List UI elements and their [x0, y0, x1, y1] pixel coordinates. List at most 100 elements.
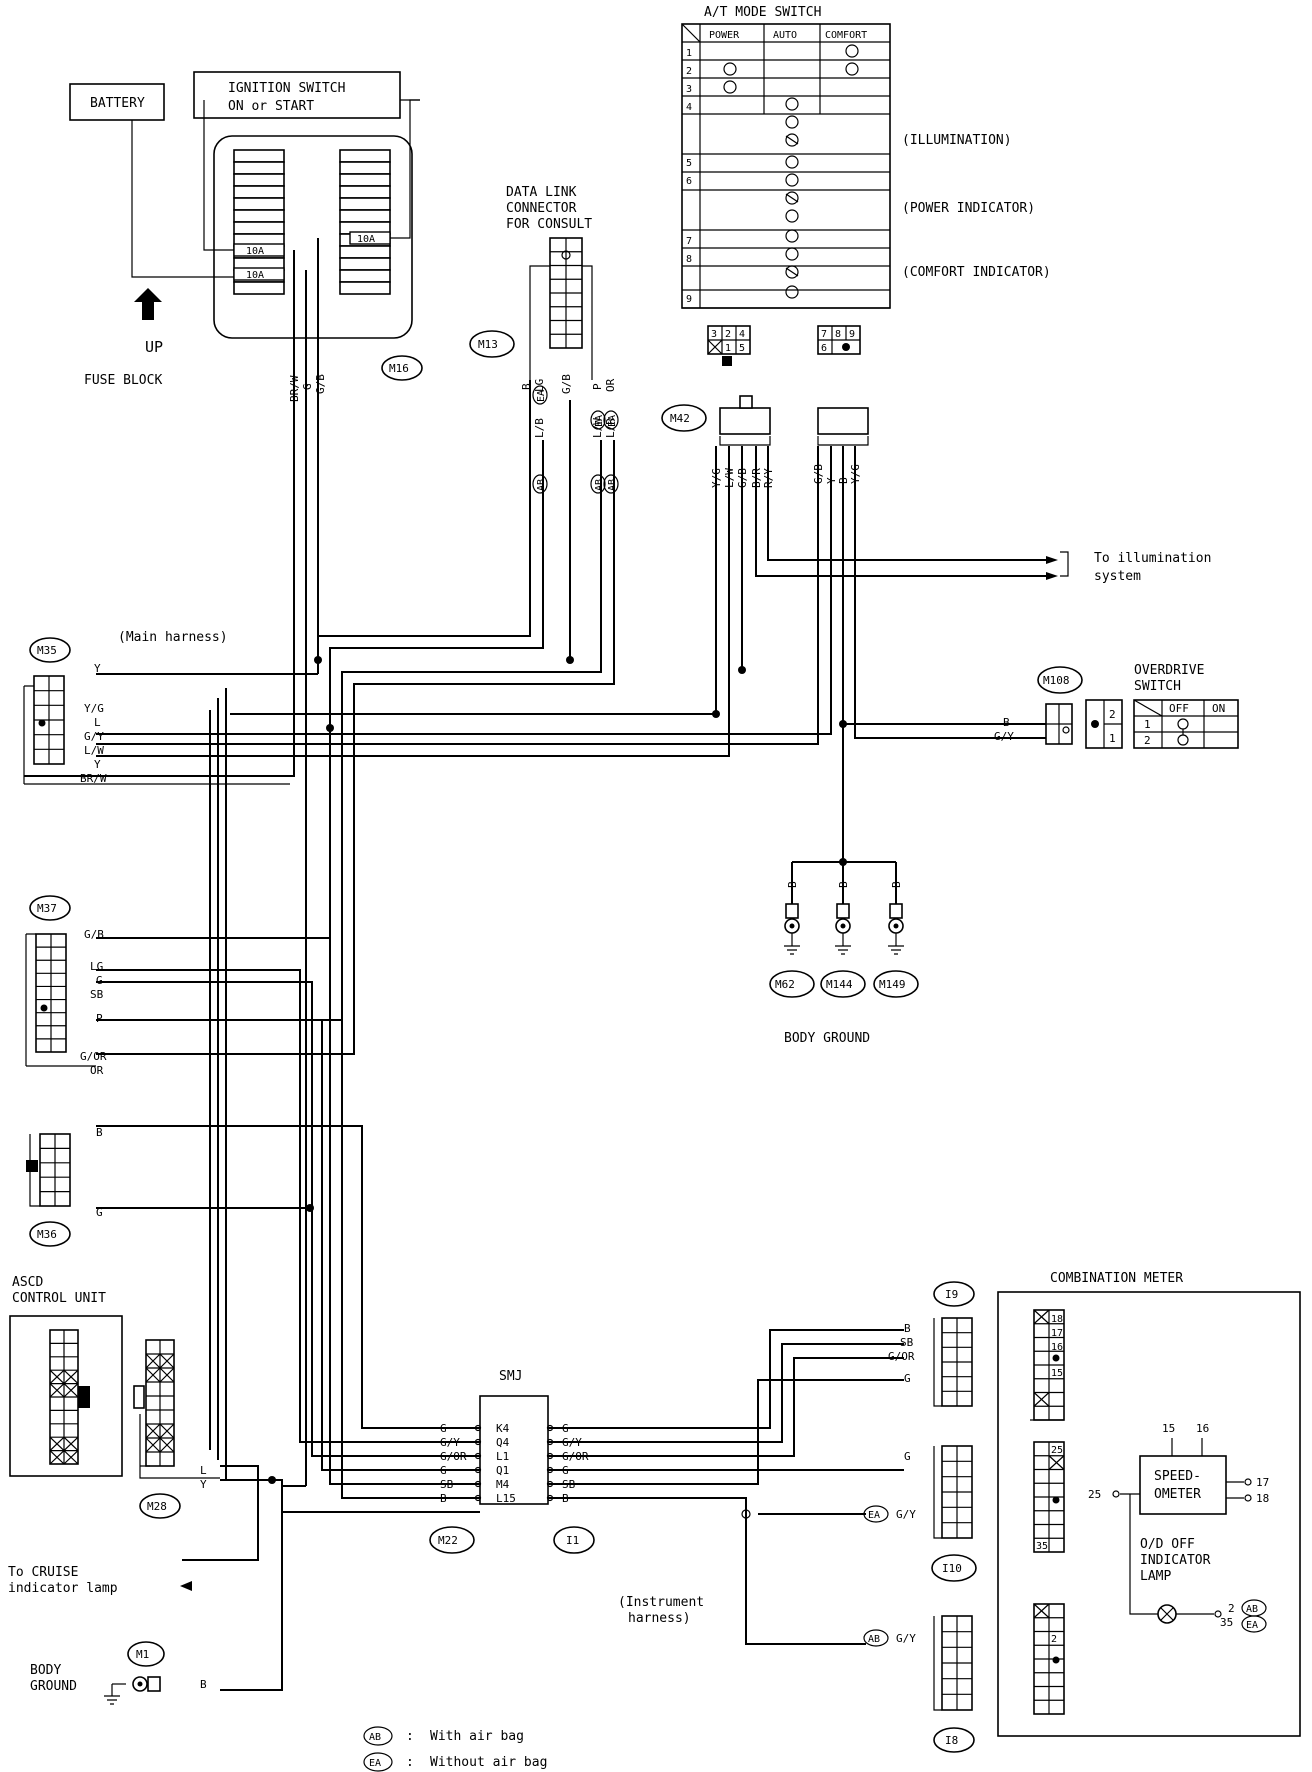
od-lamp-label-2: INDICATOR	[1140, 1553, 1211, 1568]
wire-m37-sb	[96, 981, 480, 1457]
wire-label-gb: G/B	[314, 374, 327, 394]
connector-m13	[469, 330, 515, 358]
ea-badge: EA	[532, 385, 548, 405]
battery-box	[69, 83, 165, 121]
pin-x	[159, 1367, 175, 1383]
main-harness-label: (Main harness)	[118, 630, 228, 645]
m37-wire-label: G/OR	[80, 1050, 107, 1063]
fuse-slot	[339, 281, 391, 295]
smj-title: SMJ	[499, 1369, 522, 1384]
m22-label: M22	[438, 1534, 458, 1547]
at-row-label: 6	[686, 176, 692, 187]
fuse-slot	[339, 197, 391, 211]
svg-text:AB: AB	[868, 1634, 880, 1645]
wire-trunk-left	[209, 688, 227, 1480]
at-col-auto: AUTO	[773, 30, 797, 41]
i9-grid	[942, 1318, 972, 1406]
smj-pin: M4	[496, 1478, 510, 1491]
connector-m16	[381, 355, 423, 381]
wire-smj-gor	[548, 1357, 904, 1457]
od-wire-b: B	[1003, 716, 1010, 729]
ground-ring-center	[789, 923, 795, 929]
i9-wire-gor: G/OR	[888, 1350, 915, 1363]
ground-terminal	[785, 903, 799, 919]
wire-brw	[24, 250, 295, 777]
od-col-off: OFF	[1169, 702, 1189, 715]
combo-pin-label: 25	[1051, 1445, 1063, 1456]
speedometer-label-1: SPEED-	[1154, 1469, 1201, 1484]
wire-ascd-y	[220, 1479, 283, 1691]
connector-i8	[933, 1727, 975, 1753]
connector-m35	[29, 637, 71, 663]
ignition-switch-box	[193, 71, 401, 119]
speedo-pin-16: 16	[1196, 1422, 1209, 1435]
at-switch-table	[681, 23, 891, 309]
wire-at-br	[755, 446, 1046, 577]
pin-label: 3	[711, 329, 717, 340]
ab-badge: AB	[590, 474, 606, 494]
ascd-title-1: ASCD	[12, 1275, 43, 1290]
od-title-2: SWITCH	[1134, 679, 1181, 694]
dlc-wire-or: OR	[604, 378, 617, 392]
battery-wire	[131, 120, 234, 278]
dlc-wire-p: P	[591, 383, 604, 390]
svg-text:AB: AB	[1246, 1604, 1258, 1615]
i9-wire-b: B	[904, 1322, 911, 1335]
overdrive-switch: M108 B G/Y 2 1 OVERDRIVE SWITCH OFF ON 1…	[994, 663, 1239, 749]
fuse-slot	[339, 257, 391, 271]
ground-icon	[784, 933, 800, 955]
ea-badge: EA	[1241, 1615, 1267, 1633]
ignition-label-1: IGNITION SWITCH	[228, 81, 345, 96]
m42-connector-left	[719, 407, 771, 435]
od-lamp-label-3: LAMP	[1140, 1569, 1171, 1584]
wire-label-g: G	[301, 383, 314, 390]
pin-label: 4	[739, 329, 745, 340]
at-row-label: 8	[686, 254, 692, 265]
connector-i9	[933, 1281, 975, 1307]
pin-x	[145, 1353, 161, 1369]
pin-key	[722, 356, 732, 366]
at-switch-title: A/T MODE SWITCH	[704, 5, 821, 20]
m13-label: M13	[478, 338, 498, 351]
smj-pin: Q1	[496, 1464, 509, 1477]
up-arrow-icon	[134, 288, 162, 320]
fuse-slot	[339, 185, 391, 199]
speedometer-label-2: OMETER	[1154, 1487, 1201, 1502]
pin-x	[1048, 1455, 1065, 1470]
combo-pin-label: 16	[1051, 1342, 1063, 1353]
switch-contact	[785, 209, 799, 223]
m35-wire-label: Y	[94, 758, 101, 771]
fuse-stack-right	[339, 149, 391, 295]
at-row-label: 5	[686, 158, 692, 169]
fuse-slot	[233, 161, 285, 175]
ab-badge: AB	[603, 474, 619, 494]
svg-text:AB: AB	[607, 479, 618, 491]
wire-at-b	[842, 446, 1046, 725]
fuse-slot	[233, 149, 285, 163]
fuse-slot	[339, 161, 391, 175]
m1-wire-b: B	[200, 1678, 207, 1691]
power-section: BATTERY IGNITION SWITCH ON or START 10A …	[69, 71, 423, 402]
m36-wire-g: G	[96, 1206, 103, 1219]
pin-x	[1033, 1309, 1050, 1407]
svg-text:EA: EA	[369, 1758, 381, 1769]
m35-wire-label: BR/W	[80, 772, 107, 785]
m37-wire-label: LG	[90, 960, 103, 973]
switch-contact	[785, 229, 799, 243]
m35-wire-label: Y/G	[84, 702, 104, 715]
od-pin-1: 1	[1109, 732, 1116, 745]
i8-grid	[942, 1616, 972, 1710]
wire-at-ry	[767, 446, 1046, 561]
wire-m36-b	[96, 937, 480, 1429]
dlc-wire-lr: L/R	[604, 418, 617, 438]
fuse-label-b: 10A	[246, 270, 264, 281]
instrument-harness-1: (Instrument	[618, 1595, 704, 1610]
at-col-power: POWER	[709, 30, 740, 41]
m37-wire-label: G/B	[84, 928, 104, 941]
